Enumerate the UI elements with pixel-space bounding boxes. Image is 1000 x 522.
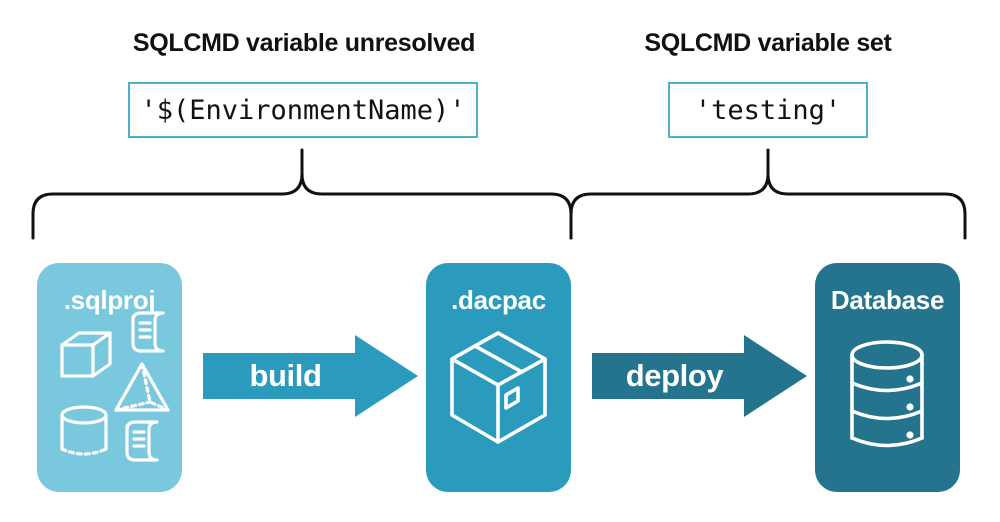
database-cylinder-icon — [850, 340, 924, 448]
script-scroll-icon — [131, 311, 165, 353]
card-database-label: Database — [830, 285, 945, 315]
arrow-deploy-shape — [592, 335, 807, 417]
cube-icon — [60, 331, 112, 378]
annotation-heading-unresolved: SQLCMD variable unresolved — [132, 29, 476, 57]
card-sqlproj: .sqlproj — [37, 263, 182, 492]
annotation-heading-set: SQLCMD variable set — [644, 29, 892, 57]
card-dacpac-label: .dacpac — [451, 285, 546, 315]
package-box-icon — [450, 331, 547, 444]
arrow-deploy-label: deploy — [625, 358, 724, 393]
card-sqlproj-label: .sqlproj — [63, 285, 156, 315]
brace-build-phase — [31, 148, 573, 240]
script-scroll-icon — [125, 420, 159, 462]
pyramid-icon — [114, 362, 170, 412]
arrow-build-label: build — [249, 358, 322, 393]
cylinder-icon — [60, 405, 108, 456]
sqlcmd-variable-value-set: 'testing' — [668, 82, 868, 138]
sqlcmd-variable-value-unresolved: '$(EnvironmentName)' — [128, 82, 478, 138]
card-dacpac: .dacpac — [426, 263, 571, 492]
card-database: Database — [815, 263, 960, 492]
arrow-build: build — [203, 335, 418, 417]
brace-deploy-phase — [569, 148, 967, 240]
arrow-build-shape — [203, 335, 418, 417]
arrow-deploy: deploy — [592, 335, 807, 417]
